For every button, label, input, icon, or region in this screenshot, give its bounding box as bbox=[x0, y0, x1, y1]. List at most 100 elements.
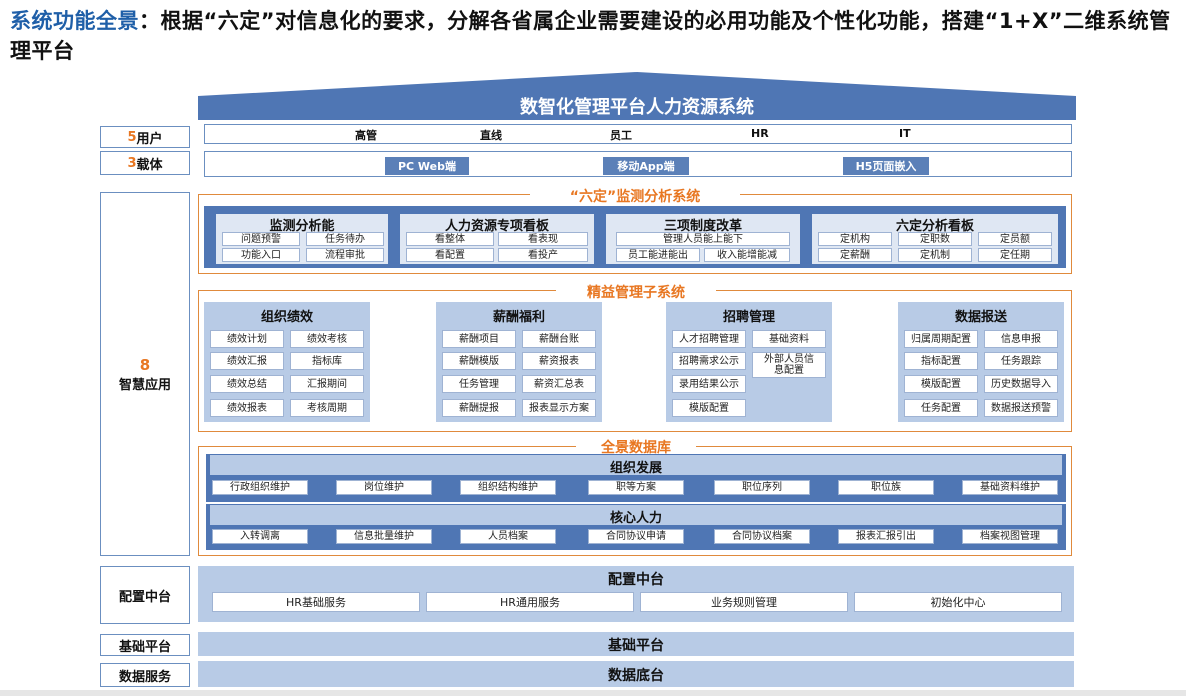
monitor-cell: 管理人员能上能下 bbox=[616, 232, 790, 246]
lean-cell: 汇报期间 bbox=[290, 375, 364, 393]
monitor-cell: 定机构 bbox=[818, 232, 892, 246]
core-cell: 信息批量维护 bbox=[336, 529, 432, 544]
users-label: 用户 bbox=[136, 131, 163, 147]
lean-cell: 考核周期 bbox=[290, 399, 364, 417]
monitor-cell: 功能入口 bbox=[222, 248, 300, 262]
lean-cell: 招聘需求公示 bbox=[672, 352, 746, 370]
monitor-cell: 看整体 bbox=[406, 232, 494, 246]
config-cell: 初始化中心 bbox=[854, 592, 1062, 612]
lean-cell: 薪酬台账 bbox=[522, 330, 596, 348]
lean-group-title: 数据报送 bbox=[954, 310, 1007, 325]
lean-cell: 指标配置 bbox=[904, 352, 978, 370]
base-panel bbox=[198, 632, 1074, 656]
monitor-cell: 定职数 bbox=[898, 232, 972, 246]
org-header bbox=[210, 455, 1062, 475]
lean-cell: 薪酬项目 bbox=[442, 330, 516, 348]
lean-cell: 任务配置 bbox=[904, 399, 978, 417]
monitor-title: “六定”监测分析系统 bbox=[530, 186, 740, 206]
carrier-item: PC Web端 bbox=[385, 157, 469, 175]
lean-cell: 模版配置 bbox=[904, 375, 978, 393]
monitor-cell: 定薪酬 bbox=[818, 248, 892, 262]
monitor-cell: 定任期 bbox=[978, 248, 1052, 262]
monitor-cell: 看表现 bbox=[498, 232, 588, 246]
lean-cell: 基础资料 bbox=[752, 330, 826, 348]
core-cell: 档案视图管理 bbox=[962, 529, 1058, 544]
monitor-cell: 任务待办 bbox=[306, 232, 384, 246]
lean-cell: 绩效报表 bbox=[210, 399, 284, 417]
core-title: 核心人力 bbox=[609, 511, 662, 526]
lean-cell: 录用结果公示 bbox=[672, 375, 746, 393]
config-cell: HR通用服务 bbox=[426, 592, 634, 612]
lean-cell: 信息申报 bbox=[984, 330, 1058, 348]
org-cell: 职位序列 bbox=[714, 480, 810, 495]
lean-cell: 模版配置 bbox=[672, 399, 746, 417]
lean-cell: 绩效考核 bbox=[290, 330, 364, 348]
lean-cell: 历史数据导入 bbox=[984, 375, 1058, 393]
core-cell: 合同协议档案 bbox=[714, 529, 810, 544]
monitor-group-title: 监测分析能 bbox=[269, 219, 335, 234]
roof-banner bbox=[198, 72, 1076, 120]
row-label-base: 基础平台 bbox=[100, 634, 190, 656]
carrier-item: H5页面嵌入 bbox=[843, 157, 929, 175]
lean-cell: 绩效计划 bbox=[210, 330, 284, 348]
monitor-cell: 员工能进能出 bbox=[616, 248, 700, 262]
data-title: 数据底台 bbox=[608, 668, 664, 684]
row-label-smart: 8 智慧应用 bbox=[100, 192, 190, 556]
org-cell: 基础资料维护 bbox=[962, 480, 1058, 495]
system-name: 数智化管理平台人力资源系统 bbox=[520, 97, 754, 118]
bottom-divider bbox=[0, 690, 1186, 696]
row-label-data: 数据服务 bbox=[100, 663, 190, 687]
smart-count: 8 bbox=[139, 355, 151, 374]
title-text: ：根据“六定”对信息化的要求，分解各省属企业需要建设的必用功能及个性化功能，搭建… bbox=[10, 9, 1171, 63]
lean-cell: 外部人员信息配置 bbox=[752, 352, 826, 378]
lean-cell: 薪资报表 bbox=[522, 352, 596, 370]
lean-cell: 薪资汇总表 bbox=[522, 375, 596, 393]
lean-cell: 报表显示方案 bbox=[522, 399, 596, 417]
lean-cell: 任务管理 bbox=[442, 375, 516, 393]
users-count: 5 bbox=[127, 129, 137, 145]
monitor-cell: 定机制 bbox=[898, 248, 972, 262]
core-cell: 人员档案 bbox=[460, 529, 556, 544]
lean-cell: 指标库 bbox=[290, 352, 364, 370]
lean-group-title: 组织绩效 bbox=[260, 310, 313, 325]
carrier-bar: PC Web端 移动App端 H5页面嵌入 bbox=[204, 151, 1072, 177]
lean-title: 精益管理子系统 bbox=[556, 282, 716, 302]
base-title: 基础平台 bbox=[608, 638, 664, 654]
monitor-group-title: 三项制度改革 bbox=[663, 219, 742, 234]
config-cell: 业务规则管理 bbox=[640, 592, 848, 612]
core-cell: 报表汇报引出 bbox=[838, 529, 934, 544]
lean-cell: 绩效总结 bbox=[210, 375, 284, 393]
carrier-count: 3 bbox=[127, 155, 137, 171]
carrier-label: 载体 bbox=[136, 157, 163, 173]
org-cell: 职等方案 bbox=[588, 480, 684, 495]
smart-label: 智慧应用 bbox=[118, 377, 171, 393]
org-cell: 岗位维护 bbox=[336, 480, 432, 495]
monitor-cell: 定员额 bbox=[978, 232, 1052, 246]
lean-cell: 绩效汇报 bbox=[210, 352, 284, 370]
org-title: 组织发展 bbox=[609, 461, 662, 476]
org-cell: 职位族 bbox=[838, 480, 934, 495]
user-item: 高管 bbox=[355, 129, 377, 142]
config-cell: HR基础服务 bbox=[212, 592, 420, 612]
monitor-group-title: 六定分析看板 bbox=[895, 219, 974, 234]
user-item: 直线 bbox=[480, 129, 502, 142]
lean-cell: 薪酬提报 bbox=[442, 399, 516, 417]
config-title: 配置中台 bbox=[608, 572, 664, 588]
lean-group-title: 薪酬福利 bbox=[492, 310, 545, 325]
lean-cell: 人才招聘管理 bbox=[672, 330, 746, 348]
lean-cell: 薪酬模版 bbox=[442, 352, 516, 370]
core-cell: 入转调离 bbox=[212, 529, 308, 544]
page-title: 系统功能全景：根据“六定”对信息化的要求，分解各省属企业需要建设的必用功能及个性… bbox=[10, 6, 1180, 66]
lean-cell: 任务跟踪 bbox=[984, 352, 1058, 370]
lean-cell: 归属周期配置 bbox=[904, 330, 978, 348]
monitor-cell: 看投产 bbox=[498, 248, 588, 262]
row-label-config: 配置中台 bbox=[100, 566, 190, 624]
monitor-cell: 流程审批 bbox=[306, 248, 384, 262]
data-panel bbox=[198, 661, 1074, 687]
monitor-cell: 问题预警 bbox=[222, 232, 300, 246]
datalake-title: 全景数据库 bbox=[576, 437, 696, 457]
core-cell: 合同协议申请 bbox=[588, 529, 684, 544]
user-item: HR bbox=[751, 127, 769, 140]
